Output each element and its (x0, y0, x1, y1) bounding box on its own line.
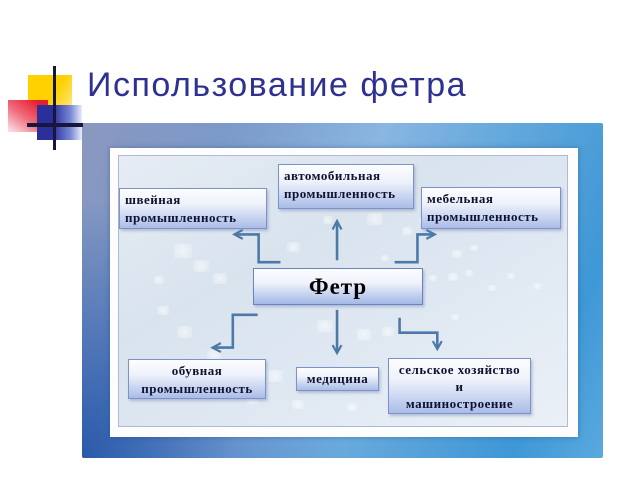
node-label-line: сельское хозяйство (398, 362, 521, 377)
crosshair-vertical-line (53, 66, 56, 150)
node-felt-center: Фетр (253, 268, 423, 305)
node-label-line: и (455, 379, 464, 395)
confetti-square (213, 273, 227, 284)
confetti-square (357, 329, 371, 340)
confetti-square (507, 273, 515, 279)
confetti-square (157, 306, 169, 315)
confetti-square (267, 370, 283, 382)
confetti-square (292, 400, 304, 409)
arrow-to-agriculture (398, 317, 443, 352)
panel-white-frame: швейная промышленность автомобильная про… (110, 148, 578, 437)
node-sewing-industry: швейная промышленность (119, 188, 267, 229)
diagram-area: швейная промышленность автомобильная про… (118, 155, 568, 427)
confetti-square (323, 216, 333, 224)
node-label-line: промышленность (284, 186, 396, 202)
confetti-square (470, 245, 478, 251)
node-medicine: медицина (296, 367, 379, 391)
slide-title: Использование фетра (87, 66, 468, 104)
confetti-square (465, 270, 473, 276)
confetti-square (317, 320, 333, 332)
confetti-square (347, 403, 357, 411)
blue-square-decoration (37, 105, 82, 140)
node-label-line: швейная (125, 192, 181, 207)
confetti-square (193, 260, 209, 272)
arrow-to-footwear (210, 313, 258, 354)
node-footwear-industry: обувная промышленность (128, 359, 266, 399)
node-label-line: обувная (171, 363, 223, 378)
arrow-to-automotive (331, 218, 343, 261)
node-label-line: автомобильная (284, 168, 381, 183)
confetti-square (177, 326, 192, 338)
content-panel: швейная промышленность автомобильная про… (82, 123, 603, 458)
confetti-square (174, 244, 192, 258)
confetti-square (367, 213, 383, 225)
confetti-square (448, 273, 458, 281)
confetti-square (381, 255, 389, 261)
confetti-square (488, 285, 496, 291)
confetti-square (402, 227, 412, 235)
confetti-square (533, 283, 541, 289)
confetti-square (382, 327, 394, 336)
confetti-square (287, 242, 300, 252)
node-label-line: промышленность (141, 381, 253, 397)
node-automotive-industry: автомобильная промышленность (278, 164, 414, 209)
node-label-line: промышленность (427, 209, 539, 225)
confetti-square (429, 275, 437, 281)
arrow-to-sewing (231, 228, 281, 264)
crosshair-horizontal-line (27, 123, 83, 127)
arrow-to-furniture (394, 228, 438, 264)
arrow-to-medicine (331, 309, 343, 356)
confetti-square (452, 250, 462, 258)
confetti-square (154, 276, 164, 284)
node-label-line: мебельная (427, 191, 494, 206)
confetti-square (451, 314, 459, 320)
node-agriculture-machinery: сельское хозяйство и машиностроение (388, 358, 531, 414)
node-label-line: медицина (306, 371, 369, 386)
node-furniture-industry: мебельная промышленность (421, 187, 561, 229)
node-label-line: машиностроение (405, 396, 514, 412)
node-label-line: промышленность (125, 210, 237, 226)
